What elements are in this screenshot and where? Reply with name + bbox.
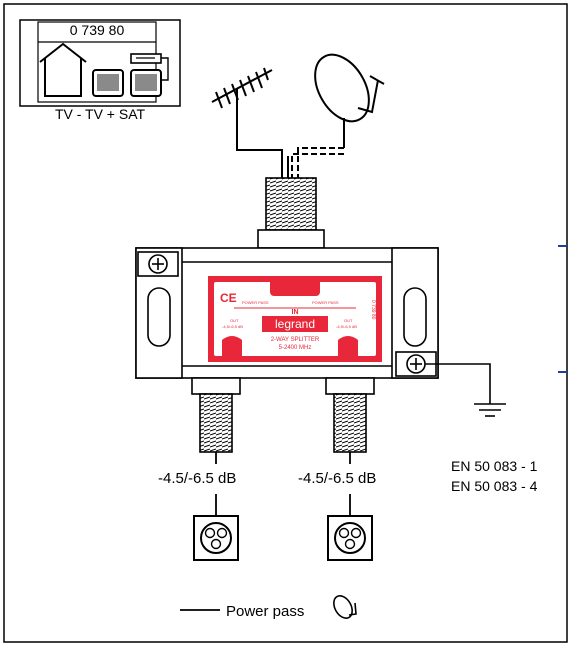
power-pass-legend-label: Power pass xyxy=(226,603,305,620)
out-label-right: OUT xyxy=(344,318,353,323)
splitter-band: 5-2400 MHz xyxy=(279,345,312,351)
satellite-dish-small-icon xyxy=(333,595,357,619)
satellite-receiver-icon xyxy=(130,53,169,81)
mounting-screw xyxy=(148,254,168,274)
standard-1: EN 50 083 - 1 xyxy=(451,458,538,474)
tv-antenna-icon xyxy=(211,67,273,148)
output-connector xyxy=(191,377,241,464)
out-loss-left: -4,5/-6,5 dB xyxy=(222,324,243,329)
power-pass-right: POWER PASS xyxy=(312,300,339,305)
out-loss-right: -4,5/-6,5 dB xyxy=(336,324,357,329)
house-icon xyxy=(39,42,87,97)
splitter-label: CE IN POWER PASS POWER PASS OUT -4,5/-6,… xyxy=(208,276,382,362)
output-attenuation-2: -4.5/-6.5 dB xyxy=(298,470,377,487)
tv-socket-icon xyxy=(193,515,239,561)
side-ref: 0 739 80 xyxy=(370,300,376,320)
ce-mark: CE xyxy=(220,291,237,305)
output-connector xyxy=(325,377,375,464)
ground-screw xyxy=(406,354,426,374)
tv-icon xyxy=(130,69,162,97)
out-label-left: OUT xyxy=(230,318,239,323)
input-cable xyxy=(236,147,344,178)
input-label: IN xyxy=(292,309,299,316)
ground-icon xyxy=(425,363,506,417)
input-connector xyxy=(257,177,325,249)
standard-2: EN 50 083 - 4 xyxy=(451,478,538,494)
system-label: TV - TV + SAT xyxy=(54,106,146,122)
product-box xyxy=(19,19,181,107)
product-reference: 0 739 80 xyxy=(69,22,125,38)
brand-logo: legrand xyxy=(275,317,315,331)
satellite-dish-icon xyxy=(314,53,385,148)
output-attenuation-1: -4.5/-6.5 dB xyxy=(158,470,237,487)
power-pass-left: POWER PASS xyxy=(242,300,269,305)
tv-icon xyxy=(92,69,124,97)
splitter-model: 2-WAY SPLITTER xyxy=(271,337,320,343)
tv-socket-icon xyxy=(327,515,373,561)
